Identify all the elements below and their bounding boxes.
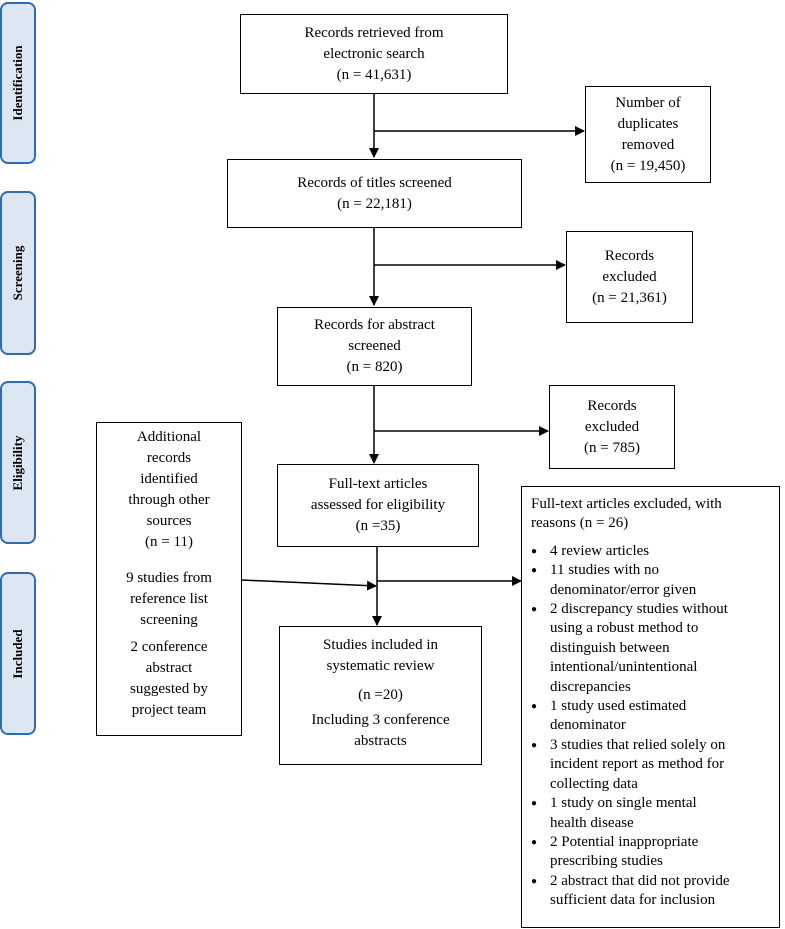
included-count: (n =20): [358, 687, 403, 703]
additional-conference-text: 2 conference: [130, 639, 208, 655]
excluded-abstracts-text: Records: [587, 397, 637, 414]
phase-included: Included: [0, 572, 36, 735]
reasons-heading: Full-text articles excluded, with reason…: [531, 495, 773, 534]
additional-text: identified: [140, 471, 198, 487]
box-studies-included: Studies included in systematic review (n…: [279, 626, 482, 765]
reason-item: 2 Potential inappropriate prescribing st…: [531, 833, 773, 872]
duplicates-text: Number of: [615, 94, 681, 111]
box-fulltext-excluded-reasons: Full-text articles excluded, with reason…: [521, 486, 780, 928]
reasons-list: 4 review articles 11 studies with no den…: [531, 542, 773, 911]
additional-text: through other: [128, 492, 210, 508]
reasons-heading-line: Full-text articles excluded, with: [531, 496, 722, 512]
reason-item: 1 study on single mental health disease: [531, 794, 773, 833]
box-duplicates-removed: Number of duplicates removed (n = 19,450…: [585, 86, 711, 183]
excluded-titles-text-2: excluded: [602, 268, 657, 285]
fulltext-assessed-text: Full-text articles: [328, 476, 428, 492]
excluded-abstracts-count: (n = 785): [584, 439, 640, 456]
box-titles-screened: Records of titles screened (n = 22,181): [227, 159, 522, 228]
box-excluded-abstracts: Records excluded (n = 785): [549, 385, 675, 469]
records-retrieved-text: Records retrieved from: [304, 24, 444, 41]
additional-count: (n = 11): [145, 534, 193, 550]
excluded-titles-count: (n = 21,361): [592, 289, 667, 306]
fulltext-assessed-text-2: assessed for eligibility: [310, 497, 446, 513]
phase-screening: Screening: [0, 191, 36, 355]
reason-item: 3 studies that relied solely on incident…: [531, 736, 773, 794]
reason-item: 11 studies with no denominator/error giv…: [531, 561, 773, 600]
fulltext-assessed-count: (n =35): [355, 518, 401, 534]
box-fulltext-assessed: Full-text articles assessed for eligibil…: [277, 464, 479, 547]
reason-item: 2 discrepancy studies without using a ro…: [531, 600, 773, 697]
additional-conference-text: suggested by: [130, 681, 208, 697]
box-additional-records: Additional records identified through ot…: [96, 422, 242, 736]
abstract-screened-text-2: screened: [348, 338, 401, 354]
included-conference-note-2: abstracts: [354, 733, 407, 749]
duplicates-text-2: duplicates: [617, 115, 679, 132]
abstract-screened-count: (n = 820): [346, 359, 403, 375]
included-conference-note: Including 3 conference: [311, 712, 450, 728]
additional-reference-list-text: reference list: [130, 591, 208, 607]
additional-text: Additional: [136, 429, 202, 445]
duplicates-text-3: removed: [621, 136, 675, 153]
titles-screened-count: (n = 22,181): [337, 195, 412, 212]
duplicates-count: (n = 19,450): [610, 157, 686, 174]
included-text-2: systematic review: [326, 658, 435, 674]
box-abstract-screened: Records for abstract screened (n = 820): [277, 307, 472, 386]
included-text: Studies included in: [323, 637, 438, 653]
excluded-titles-text: Records: [604, 247, 655, 264]
reason-item: 2 abstract that did not provide sufficie…: [531, 872, 773, 911]
additional-conference-text: project team: [131, 702, 207, 718]
reason-item: 4 review articles: [531, 542, 773, 562]
phase-identification: Identification: [0, 2, 36, 164]
excluded-abstracts-text-2: excluded: [584, 418, 640, 435]
additional-reference-list-text: 9 studies from: [126, 570, 212, 586]
arrow-additional-to-flow: [241, 579, 377, 591]
abstract-screened-text: Records for abstract: [314, 317, 435, 333]
titles-screened-text: Records of titles screened: [297, 174, 452, 191]
additional-reference-list-text: screening: [140, 612, 198, 628]
box-records-retrieved: Records retrieved from electronic search…: [240, 14, 508, 94]
additional-text: sources: [146, 513, 192, 529]
additional-text: records: [146, 450, 192, 466]
records-retrieved-count: (n = 41,631): [336, 66, 412, 83]
box-excluded-titles: Records excluded (n = 21,361): [566, 231, 693, 323]
reasons-heading-count: reasons (n = 26): [531, 515, 629, 532]
records-retrieved-text-2: electronic search: [323, 45, 425, 62]
phase-eligibility: Eligibility: [0, 381, 36, 544]
reason-item: 1 study used estimated denominator: [531, 697, 773, 736]
additional-conference-text: abstract: [145, 660, 193, 676]
